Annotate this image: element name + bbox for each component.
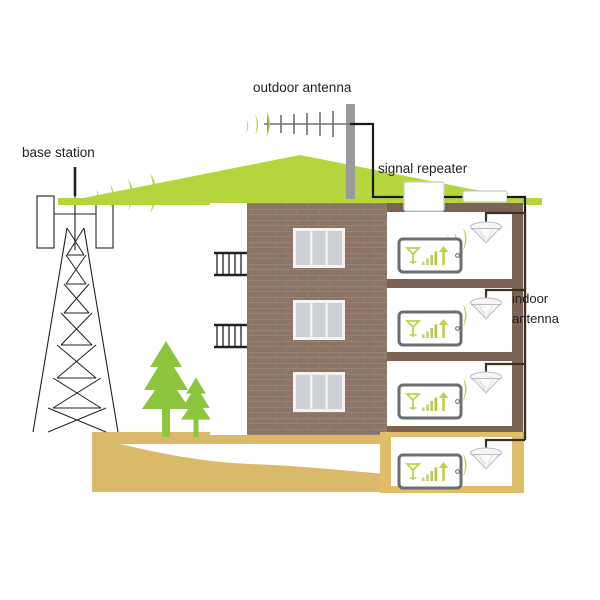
cable-splitter-to-riser [507, 195, 527, 212]
tower-right-leg [83, 227, 119, 433]
watermark-strip: · · · · · · · · · · · · · · · · [38, 513, 167, 523]
window-middle [293, 300, 345, 340]
facade-left-white [210, 203, 247, 435]
mobile-phone-floor-3 [397, 237, 463, 274]
tower-panel-left [36, 195, 55, 249]
label-outdoor-antenna: outdoor antenna [253, 80, 352, 95]
label-indoor-antenna-line2: antenna [512, 311, 560, 326]
feeder-cable-from-outdoor-antenna [350, 122, 404, 199]
tower-lattice-bracing [47, 227, 107, 433]
mobile-phone-floor-1 [397, 383, 463, 420]
label-indoor-antenna-line1: indoor [512, 291, 549, 306]
repeater-cable-system [350, 122, 527, 446]
balcony-upper [214, 251, 247, 277]
signal-repeater-box [403, 181, 445, 212]
pine-tree-large [142, 341, 190, 437]
label-base-station: base station [22, 145, 95, 160]
balcony-group [214, 251, 247, 349]
inline-splitter [462, 190, 508, 203]
window-group [293, 228, 345, 412]
base-station-tower [32, 167, 119, 433]
mobile-phone-floor-0 [397, 453, 463, 490]
tower-left-leg [32, 227, 68, 433]
antenna-mast [346, 104, 355, 199]
roof-eave-band [58, 198, 542, 205]
mobile-phone-floor-2 [397, 310, 463, 347]
tree-group [142, 341, 211, 437]
yagi-elements [267, 111, 334, 137]
label-signal-repeater: signal repeater [378, 161, 468, 176]
balcony-lower [214, 323, 247, 349]
window-bottom [293, 372, 345, 412]
window-top [293, 228, 345, 268]
cable-branch-floor-3 [484, 211, 525, 220]
outdoor-antenna-group [246, 104, 355, 199]
label-group: base station outdoor antenna signal repe… [22, 80, 560, 326]
